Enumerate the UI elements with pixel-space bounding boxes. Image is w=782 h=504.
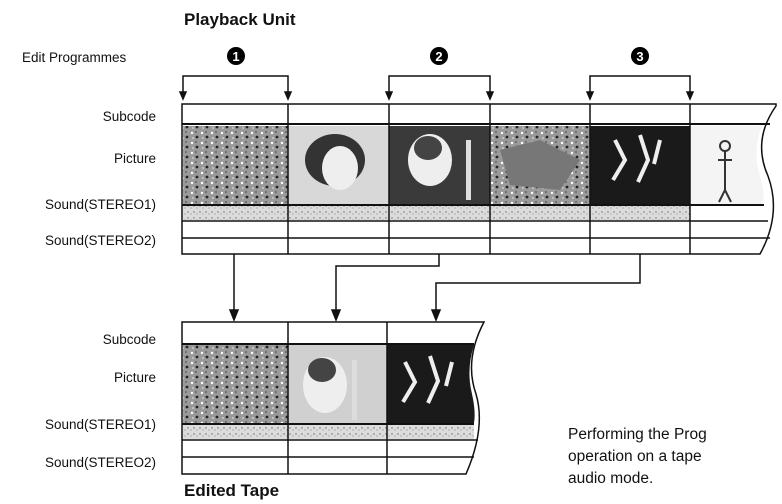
top-tape — [182, 104, 776, 254]
transfer-arrow-2 — [332, 254, 439, 320]
bottom-tape — [182, 322, 484, 474]
edited-frame-1 — [183, 345, 288, 423]
programme-bracket-1 — [180, 76, 291, 99]
transfer-arrow-3 — [432, 254, 640, 320]
frame-1 — [183, 126, 288, 204]
transfer-arrow-1 — [230, 254, 238, 320]
programme-bracket-2 — [386, 76, 493, 99]
programme-marker-3-number: 3 — [636, 49, 643, 64]
programme-marker-2-number: 2 — [435, 49, 442, 64]
programme-marker-1-number: 1 — [232, 49, 239, 64]
programme-bracket-3 — [587, 76, 693, 99]
